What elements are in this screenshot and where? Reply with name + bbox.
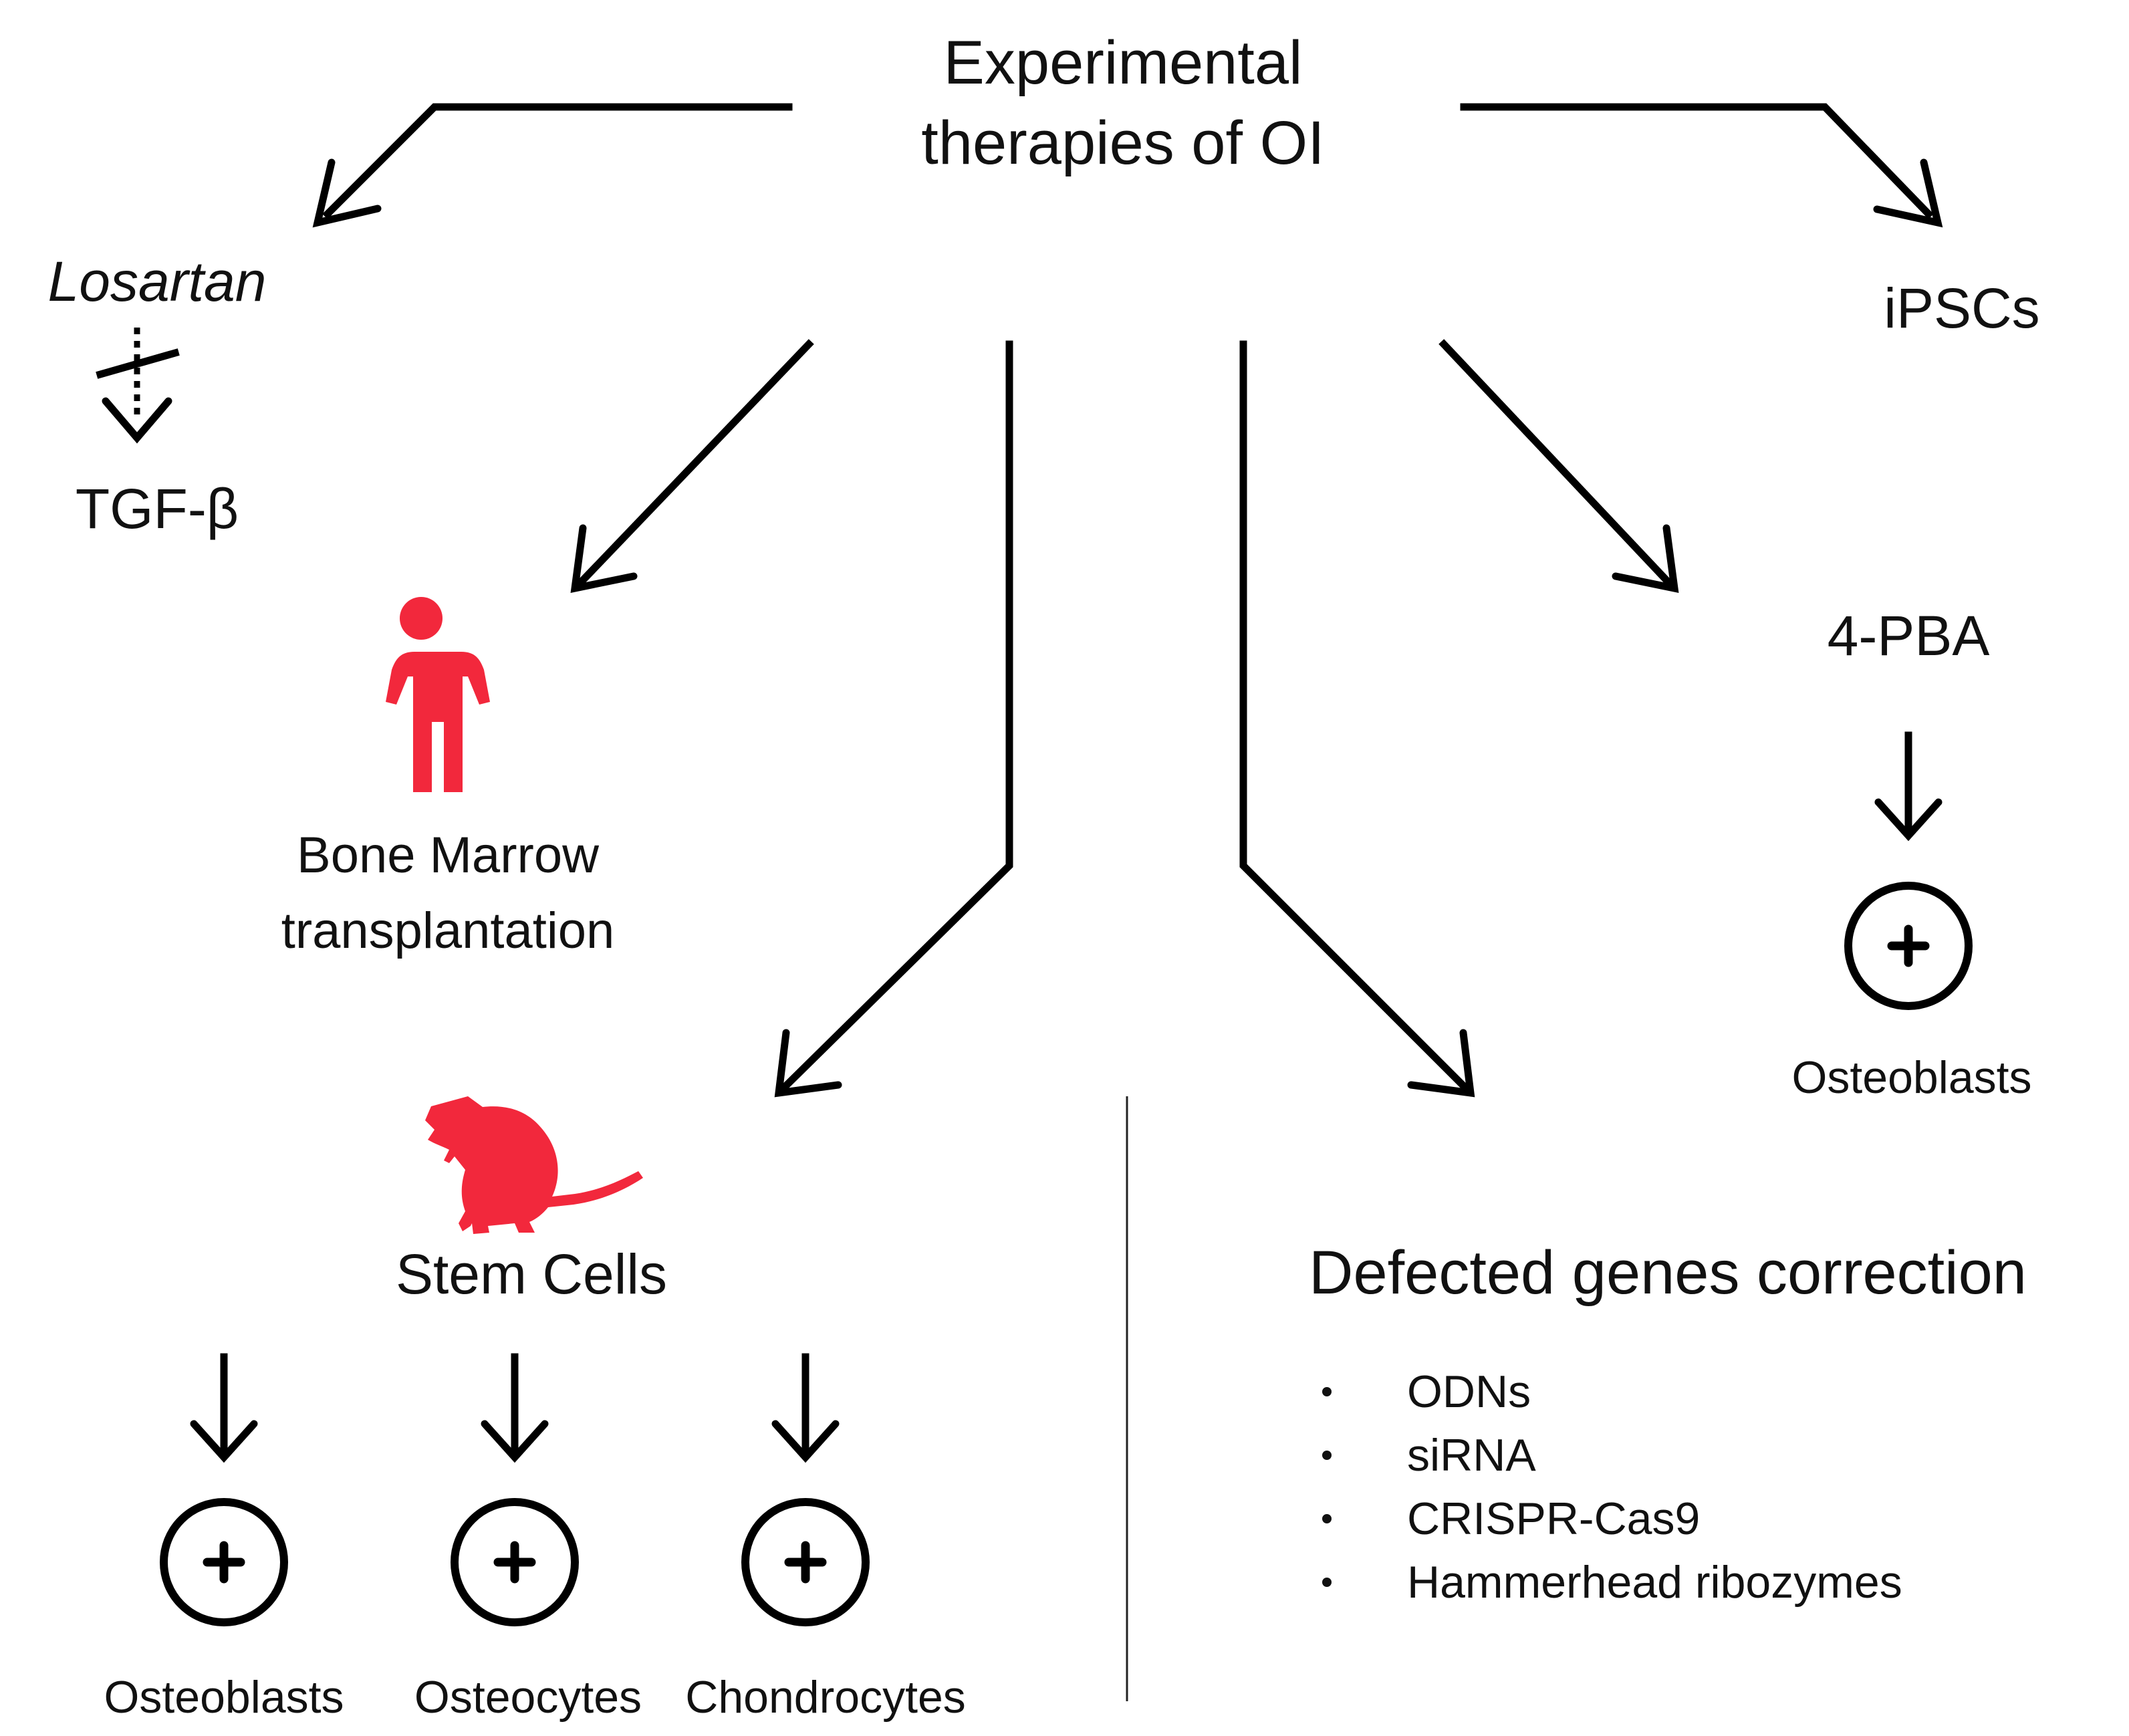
plus-circle-icon <box>1844 882 1973 1010</box>
stem-target-osteocytes: Osteocytes <box>414 1353 642 1723</box>
stem-target-label: Chondrocytes <box>685 1672 966 1723</box>
plus-circle-icon <box>741 1498 870 1626</box>
list-item: CRISPR-Cas9 <box>1407 1493 1700 1544</box>
arrow-to-gene-correction <box>1239 340 1475 1098</box>
arrow-pba-to-osteoblasts <box>1874 731 1943 842</box>
gene-correction-title: Defected genes correction <box>1309 1239 2027 1307</box>
bullet <box>1322 1387 1332 1396</box>
arrow-to-pba <box>1438 339 1679 593</box>
arrow-to-bone-marrow <box>570 339 814 593</box>
arrow-to-losartan <box>312 103 793 228</box>
rat-icon <box>425 1096 643 1234</box>
list-item: ODNs <box>1407 1366 1531 1417</box>
stem-target-label: Osteocytes <box>414 1672 642 1723</box>
inhibition-arrow-icon <box>96 328 180 444</box>
bone-marrow-label-line1: Bone Marrow <box>297 827 600 884</box>
stem-target-label: Osteoblasts <box>104 1672 344 1723</box>
plus-circle-icon <box>160 1498 288 1626</box>
ipscs-label: iPSCs <box>1884 277 2039 340</box>
stem-target-osteoblasts: Osteoblasts <box>104 1353 344 1723</box>
list-item: Hammerhead ribozymes <box>1407 1557 1902 1608</box>
bone-marrow-label-line2: transplantation <box>281 902 615 959</box>
pba-label: 4-PBA <box>1828 604 1990 667</box>
pba-target-label: Osteoblasts <box>1791 1052 2031 1103</box>
bullet <box>1322 1451 1332 1460</box>
title-line1: Experimental <box>944 29 1303 97</box>
arrow-to-ipscs <box>1460 103 1943 228</box>
plus-circle-icon <box>451 1498 579 1626</box>
person-icon <box>381 597 490 792</box>
list-item: siRNA <box>1407 1430 1536 1481</box>
losartan-label: Losartan <box>48 250 267 313</box>
bullet <box>1322 1578 1332 1587</box>
tgf-label: TGF-β <box>76 477 239 540</box>
stem-cells-label: Stem Cells <box>396 1243 667 1306</box>
bullet <box>1322 1514 1332 1523</box>
gene-correction-list: ODNs siRNA CRISPR-Cas9 Hammerhead ribozy… <box>1322 1366 1902 1608</box>
stem-target-chondrocytes: Chondrocytes <box>685 1353 966 1723</box>
arrow-to-stem-cells <box>774 340 1013 1098</box>
title-line2: therapies of OI <box>921 109 1324 177</box>
